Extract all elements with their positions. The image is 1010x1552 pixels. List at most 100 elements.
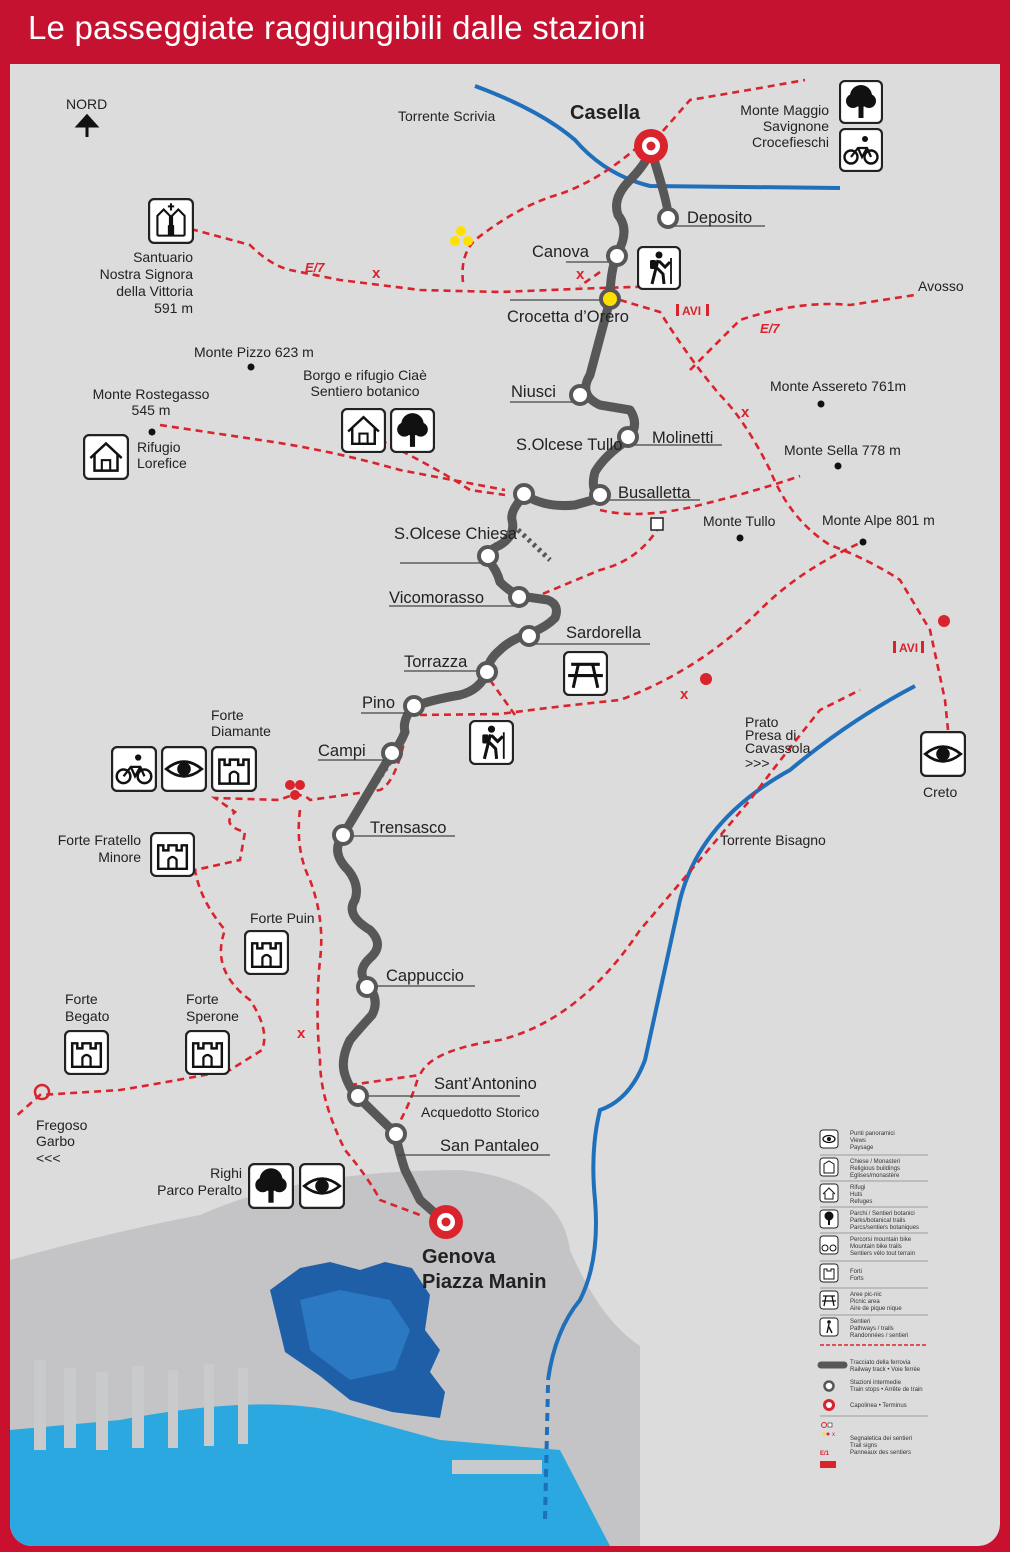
- hiker-icon: [469, 720, 514, 765]
- north-compass: NORD: [66, 96, 107, 137]
- stop-vicomorasso: [508, 586, 530, 608]
- svg-text:Aree pic-nic: Aree pic-nic: [850, 1292, 882, 1298]
- trails: [13, 78, 950, 1217]
- label-monte-tullo: Monte Tullo: [703, 513, 776, 529]
- eye-icon: [299, 1163, 345, 1209]
- terminal-label-casella: Casella: [570, 102, 641, 124]
- hut-icon: [341, 408, 386, 453]
- church-icon: [148, 198, 194, 244]
- bike-icon: [839, 128, 883, 172]
- stop-sol-chiesa: [477, 545, 499, 567]
- trail-code-e7: E/7: [305, 260, 325, 275]
- river-bisagno: [546, 684, 916, 1381]
- svg-text:Pathways / trails: Pathways / trails: [850, 1326, 894, 1332]
- genova-terminal[interactable]: [429, 1205, 463, 1239]
- x-marker: x: [680, 686, 689, 703]
- svg-text:Sentiers vélo tout terrain: Sentiers vélo tout terrain: [850, 1251, 915, 1257]
- fort-icon: [244, 930, 289, 975]
- svg-text:Religious buildings: Religious buildings: [850, 1166, 900, 1172]
- stop-sanpantaleo: [385, 1123, 407, 1145]
- label-avosso: Avosso: [918, 278, 964, 294]
- yellow-dots-marker: [450, 226, 473, 246]
- railway-line: [333, 145, 656, 1227]
- svg-text:x: x: [832, 1432, 835, 1438]
- station-label-vicomorasso: Vicomorasso: [389, 589, 484, 607]
- station-label-sol-tullo: S.Olcese Tullo: [516, 436, 622, 454]
- svg-text:Train stops • Arrête de train: Train stops • Arrête de train: [850, 1387, 923, 1393]
- railway-tunnel-1: [511, 523, 552, 562]
- label-monte-sella: Monte Sella 778 m: [784, 442, 901, 458]
- svg-text:Huts: Huts: [850, 1192, 862, 1198]
- river-label-scrivia: Torrente Scrivia: [398, 108, 495, 124]
- station-label-crocetta: Crocetta d’Orero: [507, 308, 629, 326]
- peak-dots: [148, 363, 867, 546]
- bike-icon: [111, 746, 157, 792]
- station-label-molinetti: Molinetti: [652, 429, 713, 447]
- station-label-canova: Canova: [532, 243, 590, 261]
- label-monte-pizzo: Monte Pizzo 623 m: [194, 344, 314, 360]
- red-dots-marker: [285, 780, 305, 800]
- sea: [10, 1404, 610, 1546]
- stop-campi: [381, 742, 403, 764]
- x-marker: x: [741, 404, 750, 421]
- svg-text:Parks/botanical trails: Parks/botanical trails: [850, 1218, 905, 1224]
- north-arrow-icon: [74, 113, 100, 137]
- svg-text:Eglises/monastère: Eglises/monastère: [850, 1173, 900, 1179]
- casella-terminal[interactable]: [634, 129, 668, 163]
- station-label-pino: Pino: [362, 694, 395, 712]
- x-marker: x: [576, 266, 585, 283]
- svg-text:Parchi / Sentieri botanici: Parchi / Sentieri botanici: [850, 1211, 915, 1217]
- eye-icon: [161, 746, 207, 792]
- svg-text:Picnic area: Picnic area: [850, 1299, 880, 1305]
- tree-icon: [839, 80, 883, 124]
- stop-busalletta: [589, 484, 611, 506]
- hut-icon: [83, 434, 129, 480]
- station-label-niusci: Niusci: [511, 383, 556, 401]
- station-label-busalletta: Busalletta: [618, 484, 691, 502]
- station-label-sol-chiesa: S.Olcese Chiesa: [394, 525, 518, 543]
- x-marker: x: [297, 1025, 306, 1042]
- svg-text:Trail signs: Trail signs: [850, 1443, 877, 1449]
- river-bisagno-culvert: [543, 1384, 550, 1521]
- svg-text:Sentieri: Sentieri: [850, 1319, 870, 1325]
- header-bar: Le passeggiate raggiungibili dalle stazi…: [0, 0, 1010, 64]
- label-acquedotto: Acquedotto Storico: [421, 1104, 540, 1120]
- trail-map[interactable]: Deposito Canova Crocetta d’Orero Niusci …: [10, 64, 1000, 1546]
- piers: [34, 1360, 542, 1474]
- page-title: Le passeggiate raggiungibili dalle stazi…: [28, 9, 646, 46]
- svg-text:Refuges: Refuges: [850, 1199, 872, 1205]
- stop-sol-tullo: [513, 483, 535, 505]
- fort-icon: [150, 832, 195, 877]
- stop-santantonino: [347, 1085, 369, 1107]
- red-dot-marker: [938, 615, 950, 627]
- svg-text:Segnaletica dei sentieri: Segnaletica dei sentieri: [850, 1436, 912, 1442]
- fort-icon: [211, 746, 257, 792]
- svg-text:Views: Views: [850, 1138, 866, 1144]
- eye-icon: [920, 731, 966, 777]
- station-label-sanpantaleo: San Pantaleo: [440, 1137, 539, 1155]
- stop-crocetta: [599, 288, 621, 310]
- station-label-campi: Campi: [318, 742, 366, 760]
- svg-text:Mountain bike trails: Mountain bike trails: [850, 1244, 902, 1250]
- svg-text:Parcs/sentiers botaniques: Parcs/sentiers botaniques: [850, 1225, 919, 1231]
- svg-text:Rifugi: Rifugi: [850, 1185, 865, 1191]
- svg-text:Chiese / Monasteri: Chiese / Monasteri: [850, 1159, 900, 1165]
